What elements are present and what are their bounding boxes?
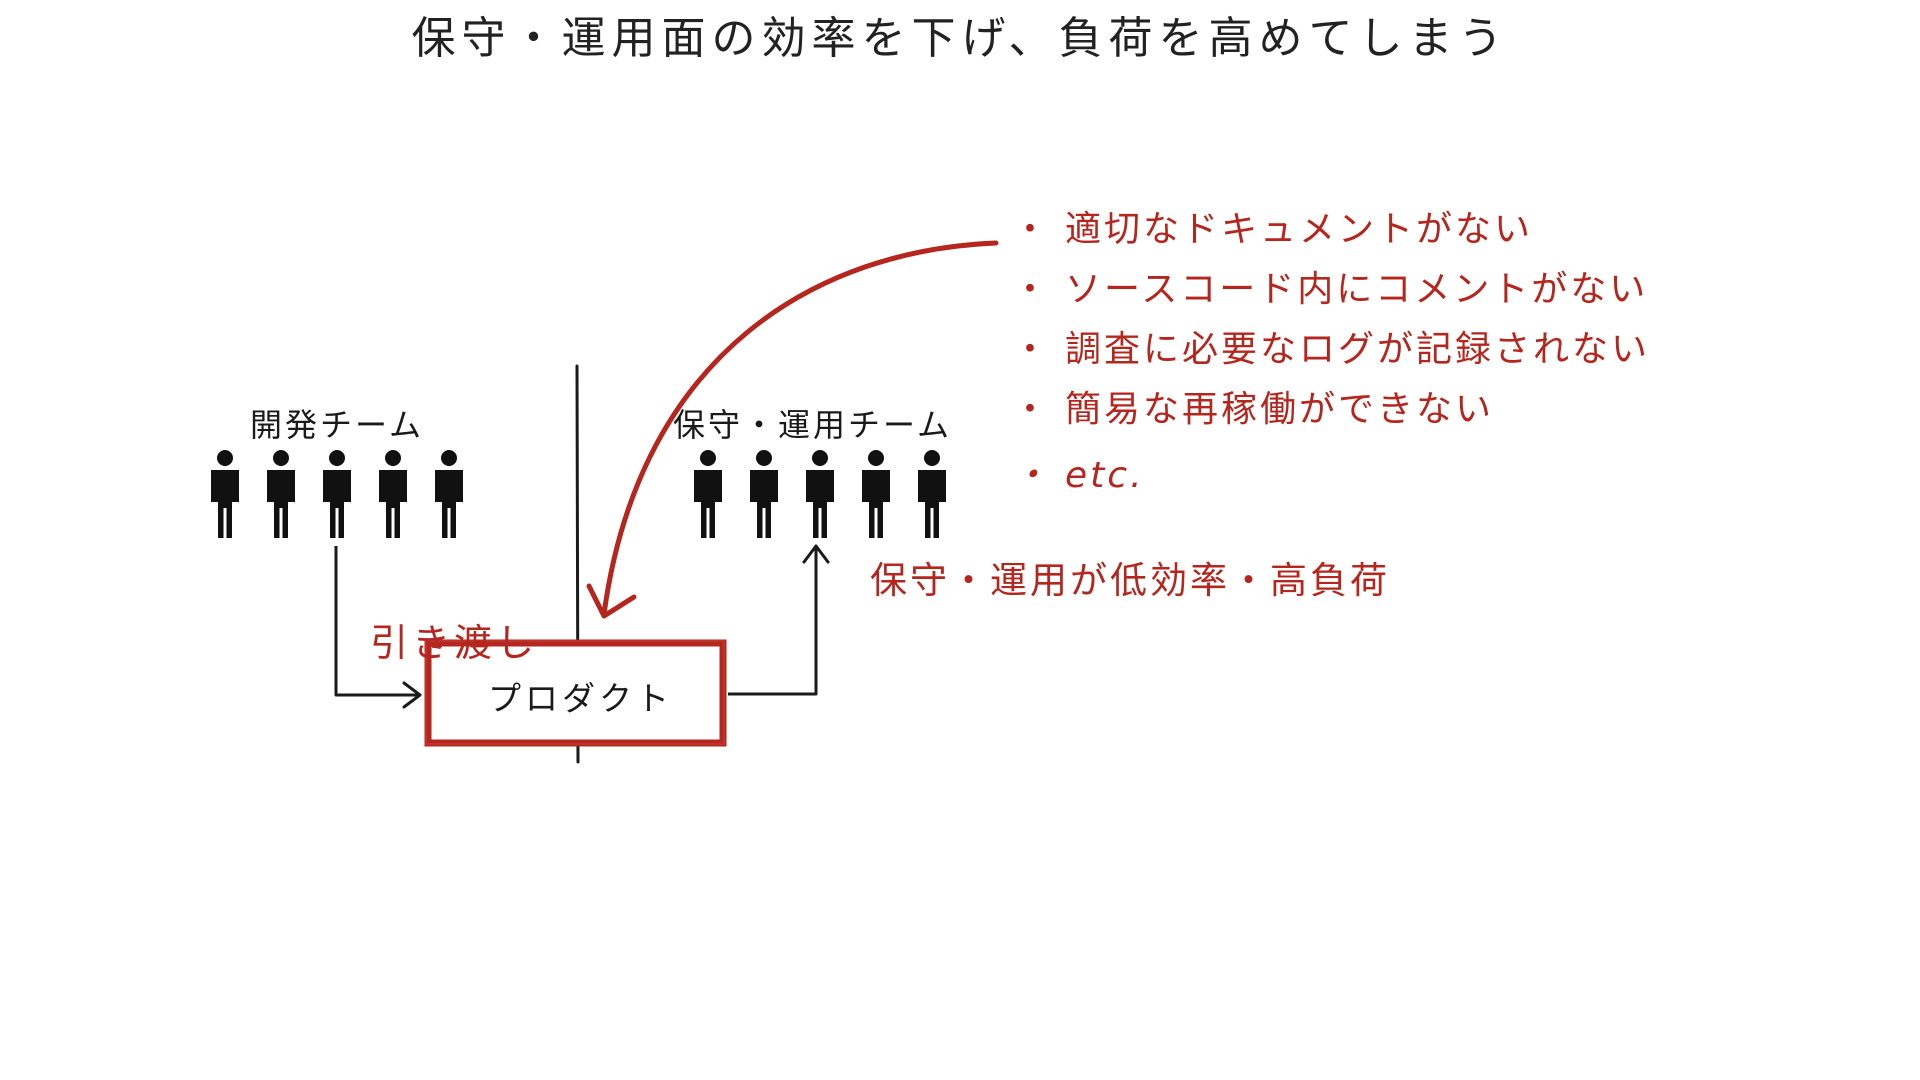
issue-text: 適切なドキュメントがない bbox=[1065, 209, 1534, 250]
handover-arrow bbox=[334, 546, 418, 697]
person-icon bbox=[211, 450, 239, 538]
handover-label: 引き渡し bbox=[370, 621, 539, 665]
person-icon bbox=[323, 450, 351, 538]
issue-item: ・ソースコード内にコメントがない bbox=[1012, 260, 1650, 320]
product-label: プロダクト bbox=[488, 679, 673, 718]
slide-title: 保守・運用面の効率を下げ、負荷を高めてしまう bbox=[411, 13, 1509, 64]
issues-curved-arrow-head bbox=[586, 583, 637, 619]
issue-bullet: ・ bbox=[1012, 455, 1052, 496]
person-icon bbox=[379, 450, 407, 538]
delivery-arrow-head bbox=[802, 544, 830, 564]
person-icon bbox=[267, 450, 295, 538]
ops-team-label: 保守・運用チーム bbox=[673, 406, 953, 444]
issues-curved-arrow bbox=[601, 240, 999, 617]
issue-bullet: ・ bbox=[1012, 209, 1052, 250]
person-icon bbox=[918, 450, 946, 538]
issue-item: ・適切なドキュメントがない bbox=[1012, 200, 1650, 260]
issue-item: ・ etc. bbox=[1012, 446, 1650, 506]
issue-bullet: ・ bbox=[1012, 389, 1052, 430]
issue-text: etc. bbox=[1065, 455, 1145, 496]
delivery-arrow bbox=[728, 548, 818, 696]
person-icon bbox=[806, 450, 834, 538]
issue-bullet: ・ bbox=[1012, 269, 1052, 310]
issue-text: 調査に必要なログが記録されない bbox=[1065, 329, 1651, 370]
person-icon bbox=[862, 450, 890, 538]
issue-text: 簡易な再稼働ができない bbox=[1065, 389, 1495, 430]
issue-item: ・簡易な再稼働ができない bbox=[1012, 380, 1650, 440]
person-icon bbox=[694, 450, 722, 538]
issue-item: ・調査に必要なログが記録されない bbox=[1012, 320, 1650, 380]
dev-team-members bbox=[211, 450, 463, 538]
person-icon bbox=[435, 450, 463, 538]
person-icon bbox=[750, 450, 778, 538]
issue-list: ・適切なドキュメントがない ・ソースコード内にコメントがない ・調査に必要なログ… bbox=[1012, 200, 1650, 506]
issue-bullet: ・ bbox=[1012, 329, 1052, 370]
issue-text: ソースコード内にコメントがない bbox=[1065, 269, 1649, 310]
result-label: 保守・運用が低効率・高負荷 bbox=[870, 559, 1390, 602]
product-box-sketch-line bbox=[425, 640, 725, 745]
ops-team-members bbox=[694, 450, 946, 538]
handover-arrow-head bbox=[402, 681, 422, 709]
dev-team-label: 開発チーム bbox=[250, 406, 425, 444]
